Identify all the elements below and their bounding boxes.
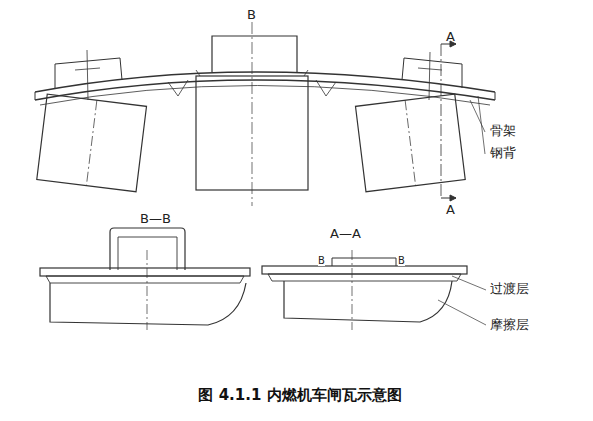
part-label: 过渡层 bbox=[490, 282, 529, 295]
part-label: 钢背 bbox=[490, 146, 516, 159]
section-mark: B—B bbox=[140, 212, 171, 225]
section-mark: A—A bbox=[330, 227, 361, 240]
section-mark: B bbox=[318, 256, 325, 266]
section-mark: B bbox=[247, 8, 256, 21]
section-mark: A bbox=[446, 30, 455, 43]
part-label: 骨架 bbox=[490, 124, 516, 137]
part-label: 摩擦层 bbox=[490, 318, 529, 331]
section-mark: A bbox=[446, 203, 455, 216]
section-mark: B bbox=[398, 256, 405, 266]
figure-caption: 图 4.1.1 内燃机车闸瓦示意图 bbox=[198, 388, 401, 403]
